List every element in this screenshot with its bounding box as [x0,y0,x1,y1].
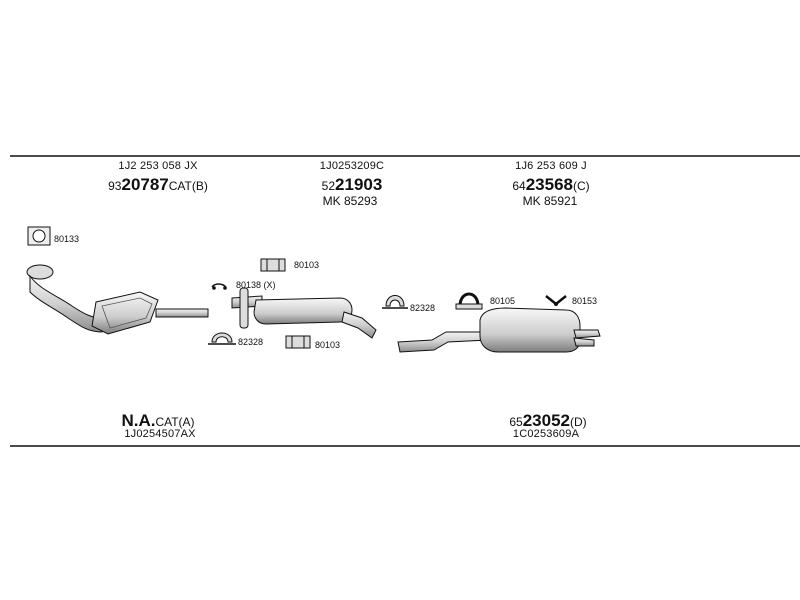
part-number-rear-d: 6523052(D) [509,411,586,431]
oe-number-cat-a: 1J0254507AX [124,428,196,440]
part-label-82328-right: 82328 [410,303,436,313]
clamp-80133-icon [27,226,51,246]
part-suffix: (D) [569,415,587,429]
part-suffix: CAT(B) [168,179,208,193]
part-label-80133: 80133 [54,234,80,244]
part-label-80103-bottom: 80103 [315,340,341,350]
hanger-80103-top-icon [260,258,286,272]
part-number-cat-a: N.A.CAT(A) [121,411,194,431]
part-prefix: 93 [108,179,122,193]
part-number-middle: 5221903 [322,175,383,195]
part-label-80138: 80138 (X) [236,280,276,290]
oe-number-cat-b: 1J2 253 058 JX [118,160,198,172]
part-suffix: CAT(A) [155,415,195,429]
part-label-80103-top: 80103 [294,260,320,270]
rear-silencer-icon [397,307,601,353]
part-prefix: 65 [509,415,523,429]
clip-80138-icon [211,283,227,290]
mk-number-rear: MK 85921 [522,194,578,208]
part-label-82328-left: 82328 [238,337,264,347]
part-main-number: 23568 [525,175,573,194]
clamp-82328-right-icon [382,295,408,309]
part-main-number: 20787 [121,175,169,194]
part-suffix: (C) [572,179,590,193]
part-prefix: 52 [321,179,336,193]
hanger-80103-bottom-icon [285,335,311,349]
part-main-number: N.A. [121,411,156,430]
bracket-80153-icon [545,295,567,306]
catalytic-converter-icon [26,264,209,335]
oe-number-rear-d: 1C0253609A [512,428,580,440]
hanger-80105-icon [455,292,483,310]
part-number-rear-c: 6423568(C) [512,175,589,195]
part-main-number: 23052 [522,411,570,430]
part-prefix: 64 [512,179,526,193]
part-label-80153: 80153 [572,296,598,306]
oe-number-rear-c: 1J6 253 609 J [515,160,587,172]
part-main-number: 21903 [335,175,383,194]
part-number-cat-b: 9320787CAT(B) [108,175,208,195]
part-label-80105: 80105 [490,296,516,306]
middle-silencer-icon [231,287,377,339]
mk-number-middle: MK 85293 [322,194,378,208]
clamp-82328-left-icon [208,332,236,345]
oe-number-middle: 1J0253209C [319,160,385,172]
